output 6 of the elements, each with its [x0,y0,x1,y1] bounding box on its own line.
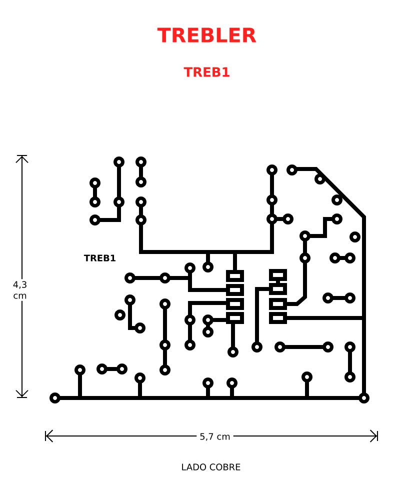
board-label: TREB1 [84,254,116,262]
title: TREBLER [157,28,256,42]
subtitle: TREB1 [184,67,230,77]
caption-text: LADO COBRE [182,464,240,470]
dimension-label: 5,7 cm [200,433,230,441]
dimension-label: 4,3 cm [13,281,26,299]
